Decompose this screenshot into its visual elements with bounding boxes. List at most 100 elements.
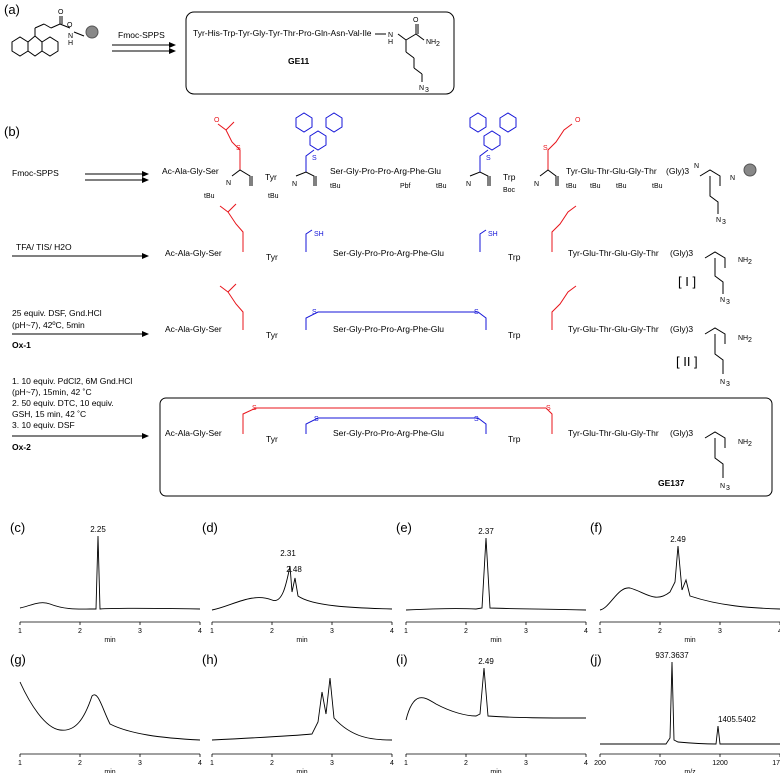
- peak-label: 2.37: [478, 527, 494, 536]
- x-tick-label: 3: [524, 628, 528, 635]
- trace-line: [19, 681, 201, 741]
- svg-text:NH: NH: [426, 39, 436, 46]
- svg-text:N: N: [534, 181, 539, 188]
- svg-text:tBu: tBu: [566, 183, 577, 190]
- peak-label: 2.31: [280, 549, 296, 558]
- svg-text:S: S: [543, 145, 548, 152]
- trace-line: [405, 537, 587, 611]
- svg-text:3: 3: [425, 87, 429, 94]
- x-tick-label: 1: [18, 760, 22, 767]
- svg-text:tBu: tBu: [616, 183, 627, 190]
- x-tick-label: 4: [198, 760, 202, 767]
- x-tick-label: 2: [78, 628, 82, 635]
- row1-trp: Trp: [503, 172, 516, 182]
- arrow-text-a: Fmoc-SPPS: [118, 30, 165, 40]
- chromatogram-label: (f): [590, 520, 602, 535]
- x-axis-label: min: [296, 637, 307, 644]
- ge11-box: [185, 11, 455, 95]
- svg-text:N: N: [694, 163, 699, 170]
- x-tick-label: 4: [390, 628, 394, 635]
- x-tick-label: 1200: [712, 760, 728, 767]
- x-tick-label: 1: [18, 628, 22, 635]
- svg-text:Ser-Gly-Pro-Pro-Arg-Phe-Glu: Ser-Gly-Pro-Pro-Arg-Phe-Glu: [333, 428, 444, 438]
- svg-text:GSH, 15 min, 42 ˚C: GSH, 15 min, 42 ˚C: [12, 409, 86, 419]
- svg-text:S: S: [312, 309, 317, 316]
- x-tick-label: 2: [464, 760, 468, 767]
- x-tick-label: 3: [330, 760, 334, 767]
- svg-text:25 equiv. DSF, Gnd.HCl: 25 equiv. DSF, Gnd.HCl: [12, 308, 102, 318]
- svg-text:H: H: [388, 39, 393, 46]
- x-tick-label: 4: [198, 628, 202, 635]
- x-tick-label: 2: [78, 760, 82, 767]
- svg-text:N: N: [730, 175, 735, 182]
- fmoc-resin-structure: [11, 16, 85, 57]
- x-tick-label: 2: [464, 628, 468, 635]
- svg-text:O: O: [58, 9, 64, 16]
- chromatogram-label: (e): [396, 520, 412, 535]
- svg-text:N: N: [720, 379, 725, 386]
- svg-text:S: S: [486, 155, 491, 162]
- row1-tyr: Tyr: [265, 172, 277, 182]
- x-tick-label: 4: [390, 760, 394, 767]
- svg-text:S: S: [546, 405, 551, 412]
- svg-text:1. 10 equiv. PdCl2, 6M Gnd.HCl: 1. 10 equiv. PdCl2, 6M Gnd.HCl: [12, 376, 132, 386]
- trace-line: [405, 667, 587, 721]
- peak-label: 1405.5402: [718, 715, 756, 724]
- svg-text:tBu: tBu: [268, 193, 279, 200]
- svg-text:O: O: [413, 17, 419, 24]
- svg-text:(Gly)3: (Gly)3: [670, 324, 693, 334]
- x-tick-label: 4: [584, 760, 588, 767]
- x-tick-label: 2: [270, 628, 274, 635]
- ge137-box: [159, 397, 773, 497]
- x-axis-label: min: [684, 637, 695, 644]
- ox2-label: Ox-2: [12, 442, 31, 452]
- x-tick-label: 3: [718, 628, 722, 635]
- x-axis-label: m/z: [684, 769, 696, 773]
- svg-text:N: N: [226, 180, 231, 187]
- svg-text:Trp: Trp: [508, 434, 521, 444]
- row1-seg3: Tyr-Glu-Thr-Glu-Gly-Thr: [566, 166, 657, 176]
- svg-text:N: N: [720, 483, 725, 490]
- x-tick-label: 3: [138, 760, 142, 767]
- x-tick-label: 1: [598, 628, 602, 635]
- row2-condition: TFA/ TIS/ H2O: [16, 242, 72, 252]
- compound-II-label: [ II ]: [676, 354, 698, 369]
- x-axis-label: min: [104, 769, 115, 773]
- x-tick-label: 700: [654, 760, 666, 767]
- svg-text:NH: NH: [738, 257, 748, 264]
- svg-text:Boc: Boc: [503, 187, 516, 194]
- svg-text:N: N: [466, 181, 471, 188]
- chromatogram-label: (i): [396, 652, 408, 667]
- peak-label: 2.48: [286, 565, 302, 574]
- x-tick-label: 3: [330, 628, 334, 635]
- x-tick-label: 3: [524, 760, 528, 767]
- svg-text:N: N: [292, 181, 297, 188]
- peak-label: 937.3637: [655, 651, 689, 660]
- svg-text:Tyr-Glu-Thr-Glu-Gly-Thr: Tyr-Glu-Thr-Glu-Gly-Thr: [568, 248, 659, 258]
- trace-line: [19, 535, 201, 610]
- row1-seg1: Ac-Ala-Gly-Ser: [162, 166, 219, 176]
- panel-a: (a) O O N H Fmoc-SPPS Tyr-His-Trp-Tyr-Gl…: [4, 2, 455, 95]
- trace-line: [211, 565, 393, 611]
- svg-text:3: 3: [726, 299, 730, 306]
- svg-text:2: 2: [748, 337, 752, 344]
- svg-text:S: S: [314, 416, 319, 423]
- resin-bead-icon: [85, 25, 99, 39]
- chromatogram-label: (c): [10, 520, 25, 535]
- trace-line: [599, 545, 780, 611]
- svg-text:Trp: Trp: [508, 330, 521, 340]
- ge11-label: GE11: [288, 56, 310, 66]
- svg-text:Ser-Gly-Pro-Pro-Arg-Phe-Glu: Ser-Gly-Pro-Pro-Arg-Phe-Glu: [333, 324, 444, 334]
- svg-text:(Gly)3: (Gly)3: [670, 428, 693, 438]
- svg-text:3: 3: [726, 381, 730, 388]
- x-tick-label: 3: [138, 628, 142, 635]
- svg-text:N: N: [419, 85, 424, 92]
- svg-text:tBu: tBu: [436, 183, 447, 190]
- svg-text:N: N: [720, 297, 725, 304]
- ox1-label: Ox-1: [12, 340, 31, 350]
